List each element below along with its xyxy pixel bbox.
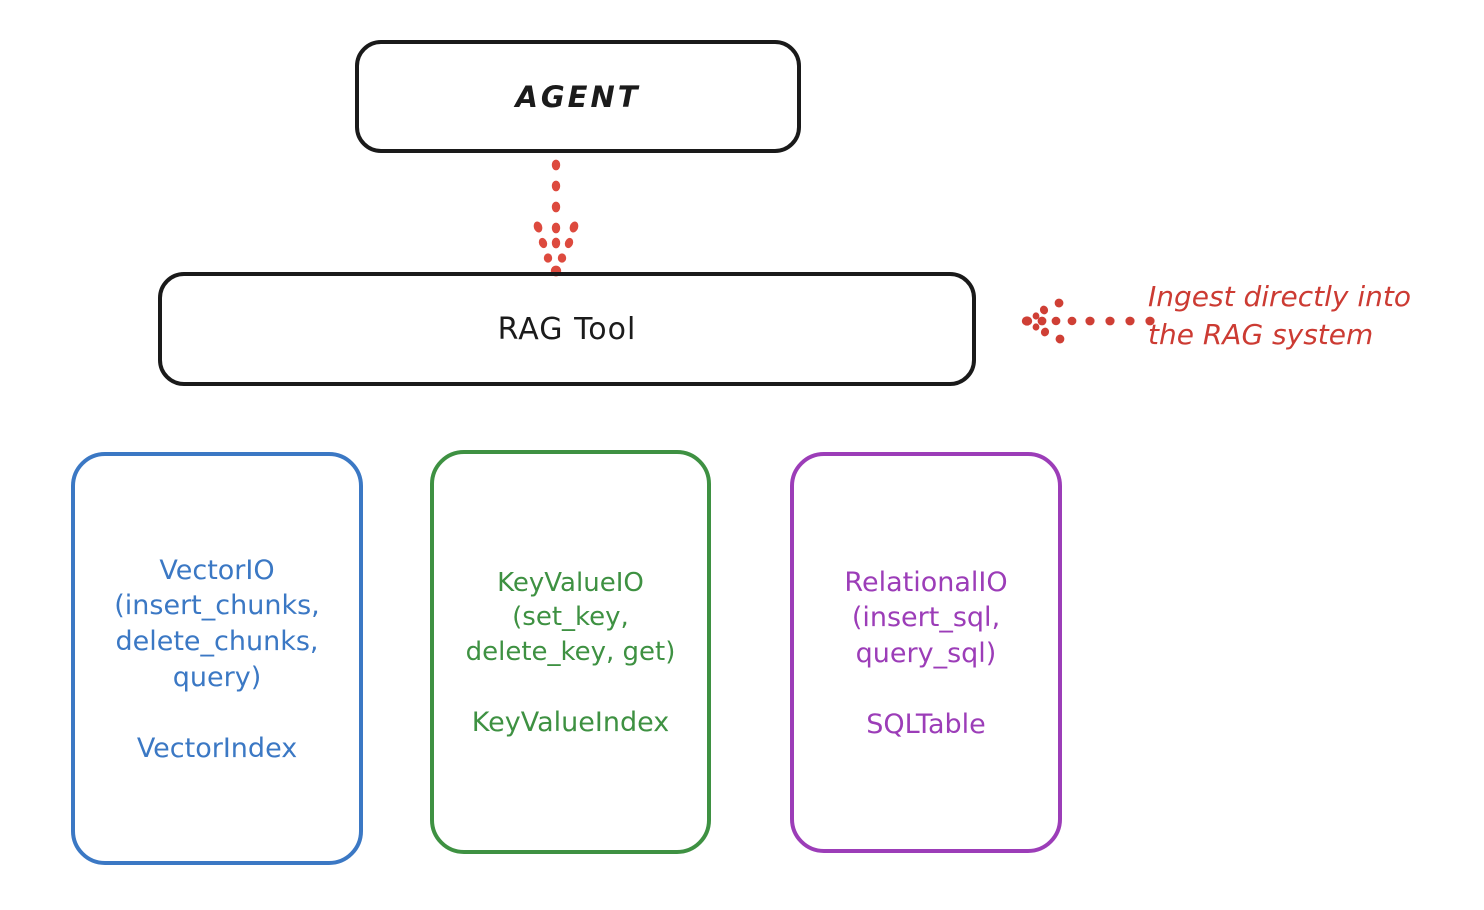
- node-agent[interactable]: AGENT: [355, 40, 801, 153]
- node-relational-io-body: RelationalIO (insert_sql, query_sql) SQL…: [804, 565, 1048, 741]
- node-key-value-io-api-label: KeyValueIO (set_key, delete_key, get): [465, 568, 676, 667]
- node-relational-io-api-label: RelationalIO (insert_sql, query_sql): [844, 566, 1008, 669]
- node-rag-tool[interactable]: RAG Tool: [158, 272, 976, 386]
- edge-ingest-note-to-rag-tool-arrow: [1021, 298, 1155, 344]
- annotation-ingest-directly: Ingest directly into the RAG system: [1148, 280, 1412, 351]
- edge-agent-to-rag-tool-arrow: [533, 159, 579, 277]
- node-relational-io-index-label: SQLTable: [866, 709, 986, 741]
- node-vector-io-body: VectorIO (insert_chunks, delete_chunks, …: [85, 553, 349, 765]
- node-rag-tool-label: RAG Tool: [497, 311, 637, 347]
- node-vector-io-api-label: VectorIO (insert_chunks, delete_chunks, …: [114, 554, 320, 693]
- node-relational-io[interactable]: RelationalIO (insert_sql, query_sql) SQL…: [790, 452, 1062, 853]
- node-vector-io[interactable]: VectorIO (insert_chunks, delete_chunks, …: [71, 452, 363, 865]
- node-vector-io-index-label: VectorIndex: [136, 733, 298, 765]
- node-key-value-io-index-label: KeyValueIndex: [471, 706, 670, 738]
- node-agent-label: AGENT: [515, 79, 641, 114]
- node-key-value-io-body: KeyValueIO (set_key, delete_key, get) Ke…: [444, 566, 697, 738]
- node-key-value-io[interactable]: KeyValueIO (set_key, delete_key, get) Ke…: [430, 450, 711, 854]
